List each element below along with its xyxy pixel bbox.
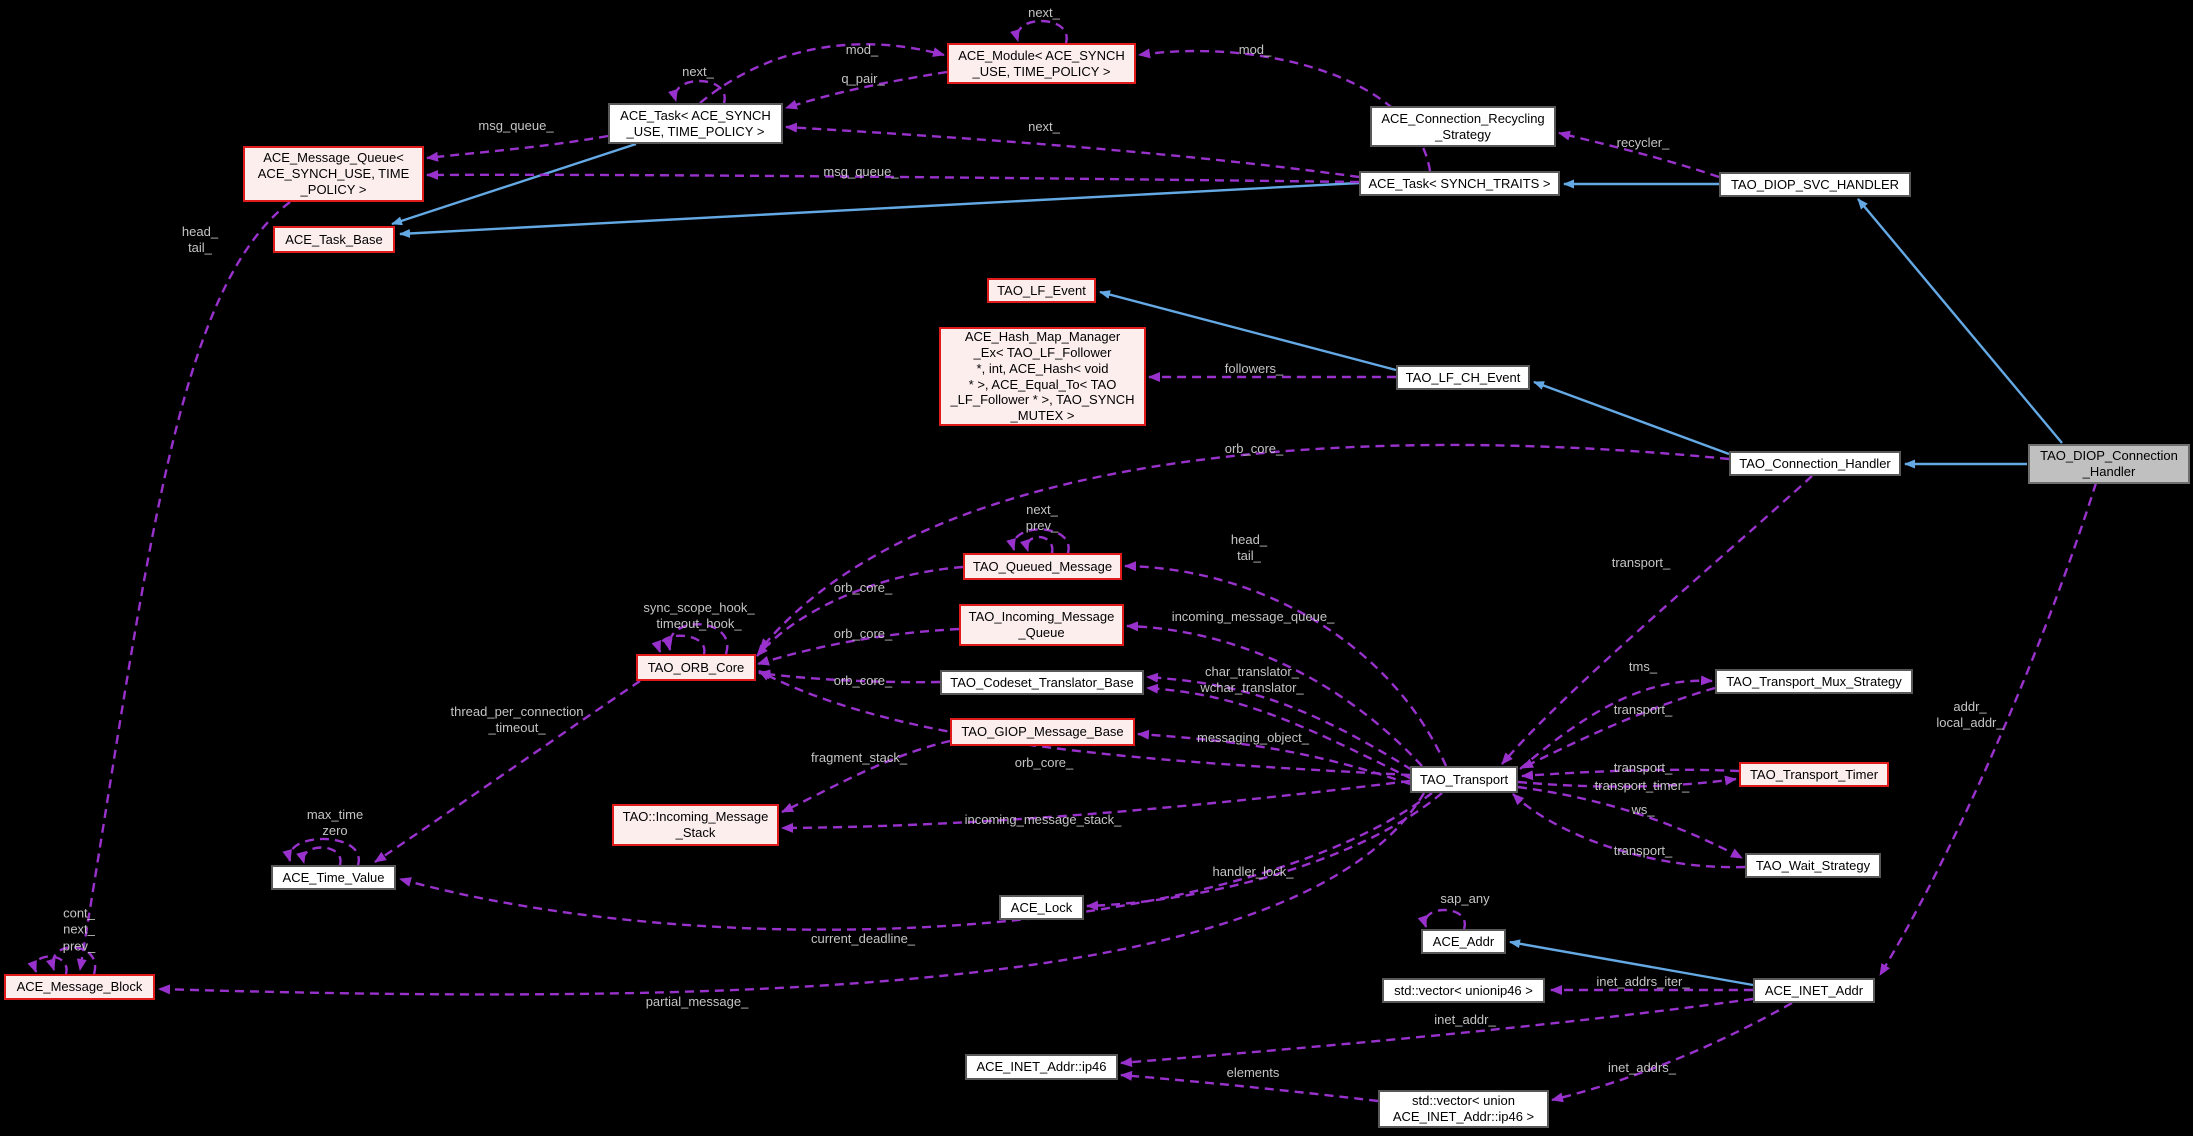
- usage-edge-msgblock-to-msgblock: [27, 955, 68, 975]
- node-diopconn[interactable]: TAO_DIOP_Connection _Handler: [2028, 444, 2190, 484]
- node-incmsgqueue[interactable]: TAO_Incoming_Message _Queue: [959, 604, 1124, 646]
- node-acemodule[interactable]: ACE_Module< ACE_SYNCH _USE, TIME_POLICY …: [947, 43, 1136, 84]
- node-transport[interactable]: TAO_Transport: [1410, 766, 1518, 793]
- usage-edge-orbcore-to-timevalue: [374, 680, 641, 863]
- usage-edge-msgqueue-to-msgblock: [76, 201, 291, 971]
- usage-edge-incmsgqueue-to-orbcore: [757, 627, 960, 666]
- usage-edge-orbcore-to-orbcore: [662, 623, 729, 655]
- usage-edge-acetask2-to-acetask1: [785, 122, 1360, 179]
- usage-edge-acetask1-to-msgqueue: [426, 134, 609, 162]
- node-ttimer[interactable]: TAO_Transport_Timer: [1739, 762, 1889, 787]
- inheritance-edge-diopconn-to-diopsvc: [1857, 198, 2063, 444]
- usage-edge-transport-to-acelock: [1086, 792, 1443, 911]
- node-inetaddr[interactable]: ACE_INET_Addr: [1753, 978, 1875, 1003]
- usage-edge-codeset-to-orbcore: [758, 669, 941, 684]
- inheritance-edge-acetask1-to-taskbase: [391, 142, 637, 226]
- usage-edge-transport-to-muxstrategy: [1519, 675, 1713, 770]
- usage-edge-transport-to-queuedmsg: [1124, 561, 1448, 767]
- usage-edge-transport-to-waitstrategy: [1517, 785, 1743, 860]
- node-vecunion[interactable]: std::vector< union ACE_INET_Addr::ip46 >: [1378, 1090, 1549, 1128]
- usage-edge-aceaddr-to-aceaddr: [1417, 908, 1466, 930]
- usage-edge-ttimer-to-transport: [1521, 768, 1740, 781]
- usage-edge-transport-to-timevalue: [399, 792, 1433, 931]
- inheritance-edge-connhandler-to-lfchevent: [1533, 380, 1730, 456]
- node-ip46[interactable]: ACE_INET_Addr::ip46: [965, 1054, 1118, 1080]
- usage-edge-msgblock-to-msgblock: [45, 946, 97, 975]
- inheritance-edge-lfchevent-to-lfevent: [1099, 290, 1397, 372]
- usage-edge-giopmsg-to-incstack: [781, 739, 951, 814]
- usage-edge-transport-to-incmsgqueue: [1126, 621, 1423, 767]
- node-taskbase[interactable]: ACE_Task_Base: [273, 226, 395, 253]
- usage-edge-inetaddr-to-ip46: [1120, 997, 1754, 1068]
- node-lfchevent[interactable]: TAO_LF_CH_Event: [1396, 365, 1530, 390]
- node-recycling[interactable]: ACE_Connection_Recycling _Strategy: [1370, 106, 1556, 147]
- node-giopmsg[interactable]: TAO_GIOP_Message_Base: [950, 718, 1135, 746]
- usage-edge-inetaddr-to-vecunion: [1551, 1001, 1793, 1103]
- usage-edge-acemodule-to-acetask1: [785, 70, 948, 110]
- node-timevalue[interactable]: ACE_Time_Value: [271, 865, 396, 890]
- node-queuedmsg[interactable]: TAO_Queued_Message: [963, 553, 1122, 580]
- node-diopsvc[interactable]: TAO_DIOP_SVC_HANDLER: [1719, 172, 1911, 197]
- usage-edge-transport-to-msgblock: [158, 792, 1426, 996]
- node-msgblock[interactable]: ACE_Message_Block: [4, 974, 155, 1000]
- node-acelock[interactable]: ACE_Lock: [999, 895, 1084, 920]
- usage-edge-acetask1-to-acemodule: [699, 43, 945, 104]
- usage-edge-acetask2-to-msgqueue: [426, 169, 1360, 184]
- usage-edge-timevalue-to-timevalue: [296, 846, 342, 866]
- usage-edge-muxstrategy-to-transport: [1521, 686, 1716, 770]
- usage-edge-queuedmsg-to-orbcore: [756, 565, 964, 657]
- node-lfevent[interactable]: TAO_LF_Event: [987, 278, 1096, 303]
- usage-edge-acemodule-to-acemodule: [1010, 19, 1068, 44]
- usage-edge-diopconn-to-inetaddr: [1878, 482, 2098, 976]
- node-waitstrategy[interactable]: TAO_Wait_Strategy: [1745, 853, 1881, 878]
- node-aceaddr[interactable]: ACE_Addr: [1421, 929, 1506, 954]
- usage-edge-connhandler-to-orbcore: [759, 443, 1730, 651]
- usage-edge-transport-to-codeset: [1146, 683, 1413, 781]
- node-incstack[interactable]: TAO::Incoming_Message _Stack: [612, 804, 779, 846]
- usage-edge-transport-to-giopmsg: [1137, 729, 1411, 786]
- node-orbcore[interactable]: TAO_ORB_Core: [636, 654, 756, 681]
- usage-edge-timevalue-to-timevalue: [282, 837, 360, 866]
- node-msgqueue[interactable]: ACE_Message_Queue< ACE_SYNCH_USE, TIME _…: [243, 146, 424, 202]
- usage-edge-transport-to-incstack: [781, 779, 1411, 833]
- node-acetask1[interactable]: ACE_Task< ACE_SYNCH _USE, TIME_POLICY >: [608, 103, 783, 144]
- usage-edge-queuedmsg-to-queuedmsg: [1006, 528, 1070, 554]
- usage-edge-connhandler-to-transport: [1501, 475, 1813, 765]
- usage-edge-orbcore-to-orbcore: [651, 634, 706, 655]
- node-vecip46small[interactable]: std::vector< unionip46 >: [1382, 978, 1545, 1003]
- usage-edge-acetask1-to-acetask1: [668, 79, 726, 104]
- node-connhandler[interactable]: TAO_Connection_Handler: [1729, 451, 1901, 476]
- inheritance-edge-acetask2-to-taskbase: [399, 181, 1360, 238]
- usage-edge-diopsvc-to-recycling: [1558, 130, 1720, 179]
- usage-edge-transport-to-codeset: [1146, 672, 1413, 772]
- inheritance-edge-inetaddr-to-aceaddr: [1509, 939, 1754, 987]
- node-acetask2[interactable]: ACE_Task< SYNCH_TRAITS >: [1359, 171, 1560, 196]
- node-muxstrategy[interactable]: TAO_Transport_Mux_Strategy: [1715, 669, 1913, 694]
- usage-edge-transport-to-orbcore: [758, 669, 1411, 777]
- usage-edge-vecunion-to-ip46: [1120, 1070, 1379, 1103]
- usage-edge-transport-to-ttimer: [1517, 775, 1737, 788]
- node-codeset[interactable]: TAO_Codeset_Translator_Base: [940, 670, 1144, 695]
- usage-edge-queuedmsg-to-queuedmsg: [1019, 535, 1054, 554]
- node-hashmap[interactable]: ACE_Hash_Map_Manager _Ex< TAO_LF_Followe…: [939, 327, 1146, 426]
- usage-edge-waitstrategy-to-transport: [1512, 793, 1746, 869]
